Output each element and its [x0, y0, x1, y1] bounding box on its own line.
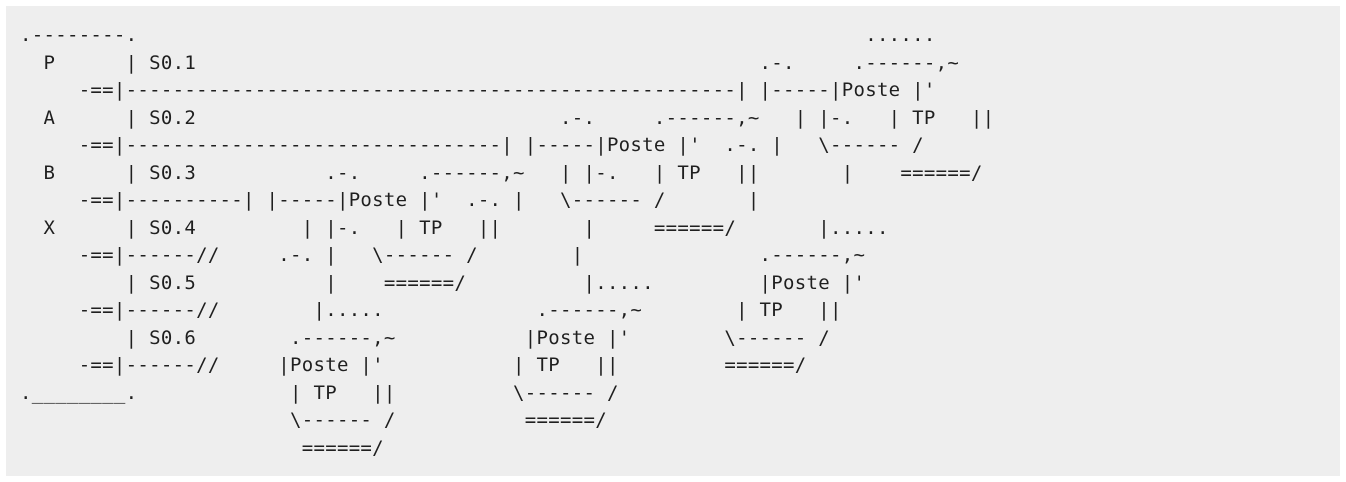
diagram-line: | S0.5 | ======/ |..... |Poste |': [20, 271, 866, 294]
diagram-line: X | S0.4 | |-. | TP || | ======/ |.....: [20, 216, 889, 239]
diagram-line: -==|--------------------------------| |-…: [20, 134, 924, 156]
diagram-line: A | S0.2 .-. .------,~ | |-. | TP ||: [20, 106, 995, 129]
diagram-line: -==|----------| |-----|Poste |' .-. | \-…: [20, 189, 760, 211]
diagram-line: -==|------------------------------------…: [20, 79, 936, 101]
diagram-line: ======/: [20, 436, 384, 459]
diagram-panel: .--------. ...... P | S0.1 .-. .------,~…: [6, 6, 1340, 476]
diagram-line: B | S0.3 .-. .------,~ | |-. | TP || | =…: [20, 161, 983, 184]
diagram-line: P | S0.1 .-. .------,~: [20, 51, 960, 74]
diagram-line: -==|------// |Poste |' | TP || ======/: [20, 354, 807, 376]
ascii-network-diagram: .--------. ...... P | S0.1 .-. .------,~…: [20, 22, 994, 462]
diagram-line: .--------. ......: [20, 24, 936, 46]
diagram-line: \------ / ======/: [20, 409, 607, 431]
diagram-line: -==|------// .-. | \------ / | .------,~: [20, 244, 866, 266]
diagram-line: -==|------// |..... .------,~ | TP ||: [20, 299, 842, 321]
diagram-line: | S0.6 .------,~ |Poste |' \------ /: [20, 326, 830, 349]
diagram-line: .________. | TP || \------ /: [20, 381, 619, 404]
